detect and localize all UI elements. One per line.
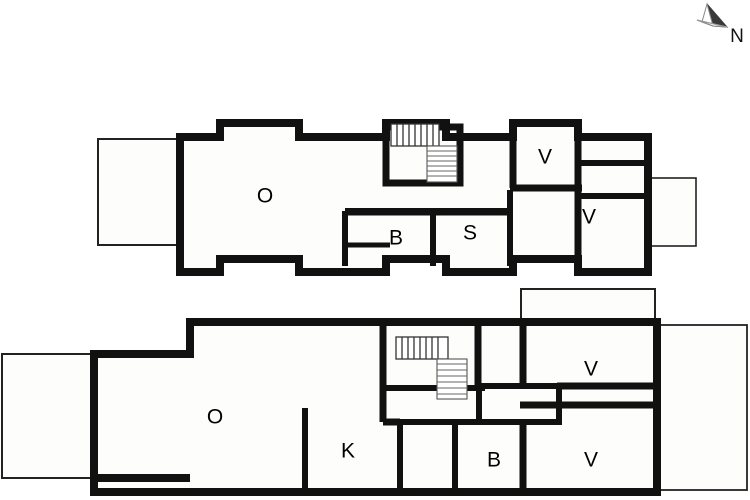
room-label-upper-s: S (463, 222, 477, 245)
lower-terrace-right (656, 324, 748, 491)
staircase-lower (395, 336, 468, 400)
lower-wall-left-jog (90, 350, 190, 482)
upper-building-outline (176, 119, 652, 276)
room-label-lower-b: B (487, 449, 501, 472)
lower-stairs-top-run (395, 336, 449, 360)
room-label-lower-v-top: V (584, 358, 598, 381)
lower-stairs-side-run (436, 358, 468, 400)
upper-terrace-right (647, 177, 697, 247)
room-label-lower-v-bottom: V (584, 449, 598, 472)
north-arrow-icon (696, 2, 729, 28)
room-label-upper-o: O (257, 185, 273, 208)
room-label-upper-v-top: V (538, 146, 552, 169)
room-label-upper-v-bottom: V (582, 206, 596, 229)
upper-floor-plan: O B S V V (97, 119, 697, 276)
room-label-lower-o: O (207, 406, 223, 429)
staircase-upper (390, 123, 458, 183)
room-label-lower-k: K (341, 440, 355, 463)
compass-north-label: N (730, 26, 744, 47)
lower-terrace-top (520, 288, 656, 324)
lower-floor-plan: O K B V V (1, 288, 748, 496)
room-label-upper-b: B (389, 227, 403, 250)
upper-terrace-left (97, 138, 181, 246)
lower-terrace-left (1, 353, 95, 479)
